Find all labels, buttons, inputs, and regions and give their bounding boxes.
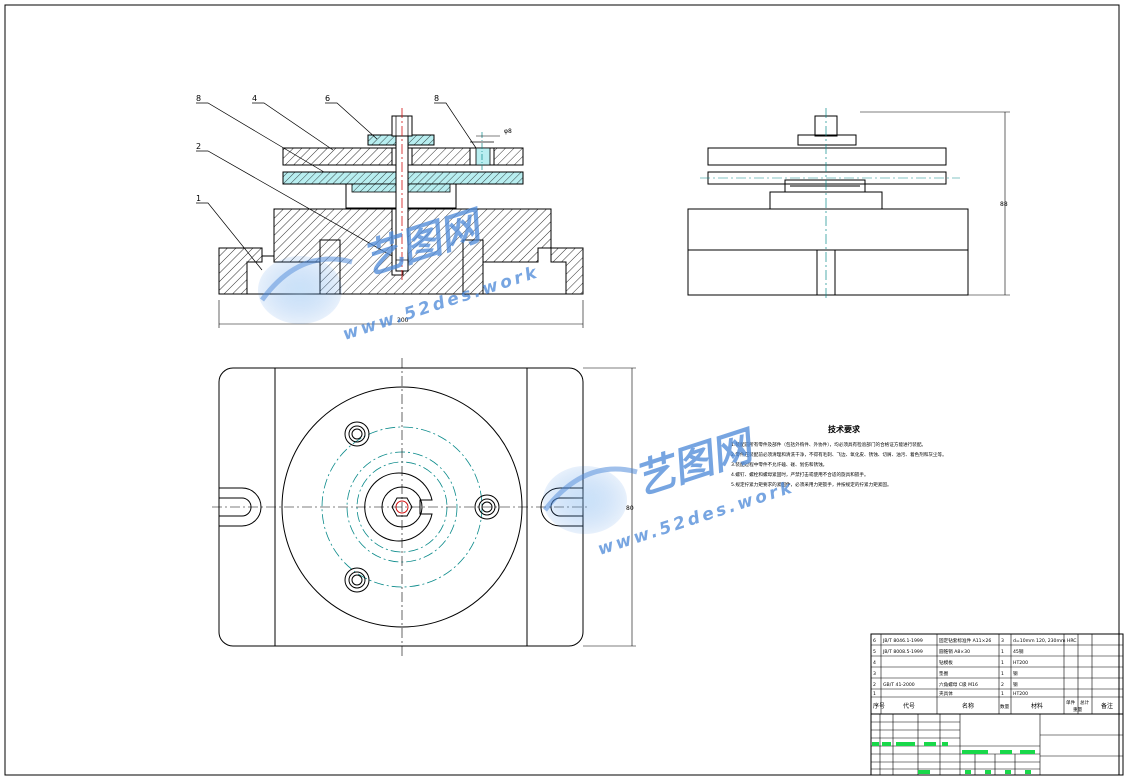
tech-req-line-1: 1.装配前所有零件及部件（包括外购件、外协件），均必须具有检验部门的合格证方能进… [731,441,926,448]
bom-row-no: 3 [873,671,876,677]
bom-row-code: JB/T 8046.1-1999 [882,638,923,644]
bom-header-mass-single: 单件 [1066,699,1076,706]
callout-1: 1 [196,194,201,203]
bom-row-name: 圆锥销 A8×30 [939,648,970,655]
bom-header-mass-total: 总计 [1080,699,1090,706]
bom-row-qty: 1 [1001,660,1004,666]
bom-row-no: 6 [873,638,876,644]
bom-header-material: 材料 [1031,702,1043,710]
bom-header-mass: 重量 [1073,706,1083,713]
bom-row-name: 钻模板 [939,659,953,666]
bom-row-name: 固定钻套标准件 A11×26 [939,637,991,644]
globe-logo [258,256,342,324]
callout-8a: 8 [196,94,201,103]
bom-header-qty: 数量 [1000,703,1010,710]
bom-row-qty: 1 [1001,671,1004,677]
bom-header-name: 名称 [962,702,974,710]
bom-header-code: 代号 [903,702,915,710]
watermark-url-2: www.52des.work [595,477,797,560]
globe-logo [543,466,627,534]
bom-row-material: 钢 [1013,670,1018,677]
title-block [870,713,1124,776]
u-slot-left [219,487,262,527]
plan-view [212,358,636,656]
bom-row-name: 六角螺母 C级 M16 [939,681,978,688]
base-groove-right [482,247,567,295]
base-step-left [319,239,341,294]
base-step-right [462,239,484,294]
callout-leaders [196,102,477,271]
dim-plan-height: 80 [626,505,634,512]
tech-req-line-5: 5.规定拧紧力矩要求的紧固件，必须采用力矩扳手，并按规定的拧紧力矩紧固。 [731,481,892,488]
dim-front-width: 200 [397,317,409,324]
callout-2: 2 [196,142,201,151]
bom-row-no: 1 [873,691,876,697]
bushing-bottom-left [344,567,370,593]
bom-row-qty: 1 [1001,691,1004,697]
bom-row-no: 4 [873,660,876,666]
tech-req-title: 技术要求 [828,424,861,434]
bom-row-qty: 2 [1001,682,1004,688]
bom-row-qty: 1 [1001,649,1004,655]
tech-req-line-4: 4.螺钉、螺栓和螺母紧固时，严禁打击或使用不合适的旋具和扳手。 [731,471,869,478]
dim-side-height: 88 [1000,201,1008,208]
bom-header-note: 备注 [1101,702,1113,710]
bom-row-name: 垫圈 [939,670,949,677]
bom-row-no: 5 [873,649,876,655]
bom-row-material: d=10mm 120, 230mm HRC [1013,638,1077,644]
bushing-top-left [344,421,370,447]
tech-requirements: 技术要求 1.装配前所有零件及部件（包括外购件、外协件），均必须具有检验部门的合… [731,424,947,488]
bom-row-material: 钢 [1013,681,1018,688]
sheet-border [4,4,1120,776]
bom-row-name: 夹具体 [939,690,953,697]
bom-row-code: JB/T 8008.5-1999 [882,649,923,655]
parts-list: 6 JB/T 8046.1-1999 固定钻套标准件 A11×26 3 d=10… [870,633,1124,715]
callout-8b: 8 [434,94,439,103]
bom-row-material: 45钢 [1013,648,1024,655]
side-view [687,108,1010,298]
front-section-view: 8 4 6 8 2 1 φ8 200 [196,94,584,328]
bom-header-no: 序号 [873,702,885,710]
dim-bushing-size: φ8 [504,128,512,135]
callout-6: 6 [325,94,330,103]
c-washer [364,472,433,542]
bom-row-material: HT200 [1013,660,1028,666]
callout-4: 4 [252,94,257,103]
bom-row-material: HT200 [1013,691,1028,697]
bom-row-qty: 3 [1001,638,1004,644]
tech-req-line-2: 2.零件在装配前必须清理和清洗干净，不得有毛刺、飞边、氧化皮、锈蚀、切屑、油污、… [731,451,947,458]
bom-row-no: 2 [873,682,876,688]
tech-req-line-3: 3.装配过程中零件不允许磕、碰、划伤和锈蚀。 [731,461,827,468]
bom-row-code: GB/T 41-2000 [883,682,915,688]
